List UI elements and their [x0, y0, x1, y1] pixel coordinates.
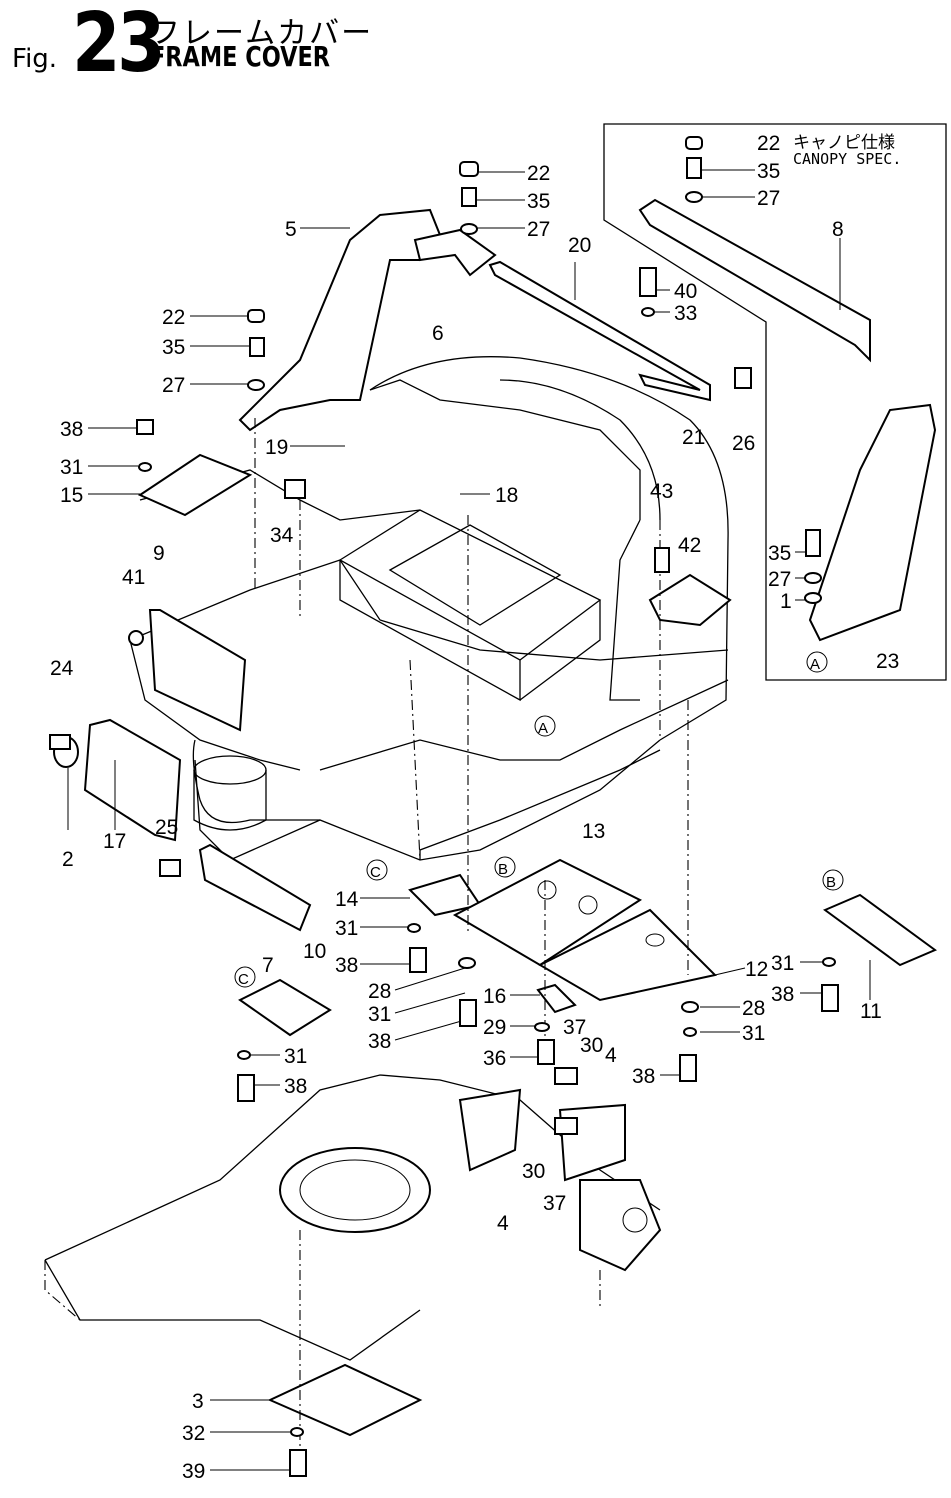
- label-43: 43: [650, 480, 673, 503]
- hood-assembly: [370, 357, 728, 740]
- label-38: 38: [368, 1030, 391, 1053]
- label-36: 36: [483, 1047, 506, 1070]
- cover-part-7: [200, 845, 310, 930]
- label-37: 37: [543, 1192, 566, 1215]
- label-35: 35: [757, 160, 780, 183]
- label-30: 30: [580, 1034, 603, 1057]
- label-7: 7: [262, 954, 274, 977]
- label-38: 38: [284, 1075, 307, 1098]
- cover-part-42: [650, 575, 730, 625]
- label-38: 38: [632, 1065, 655, 1088]
- reference-marker-b-2: B: [823, 870, 843, 891]
- battery-box: [340, 510, 600, 700]
- label-31: 31: [60, 456, 83, 479]
- reference-b: B: [498, 861, 508, 878]
- label-39: 39: [182, 1460, 205, 1483]
- label-33: 33: [674, 302, 697, 325]
- label-26: 26: [732, 432, 755, 455]
- label-31: 31: [335, 917, 358, 940]
- label-32: 32: [182, 1422, 205, 1445]
- label-4: 4: [605, 1044, 617, 1067]
- label-31: 31: [284, 1045, 307, 1068]
- reference-c: C: [370, 864, 381, 881]
- bracket-part-16: [538, 985, 575, 1012]
- label-6: 6: [432, 322, 444, 345]
- reference-marker-b: B: [495, 857, 515, 878]
- label-15: 15: [60, 484, 83, 507]
- label-18: 18: [495, 484, 518, 507]
- label-9: 9: [153, 542, 165, 565]
- label-38: 38: [771, 983, 794, 1006]
- under-cover-part-3: [270, 1365, 420, 1435]
- reference-marker-c-2: C: [235, 967, 255, 988]
- label-4: 4: [497, 1212, 509, 1235]
- label-2: 2: [62, 848, 74, 871]
- reference-a: A: [538, 720, 548, 737]
- cover-part-15: [140, 455, 250, 515]
- label-11: 11: [860, 1000, 882, 1023]
- label-22: 22: [757, 132, 780, 155]
- label-42: 42: [678, 534, 701, 557]
- label-22: 22: [527, 162, 550, 185]
- label-41: 41: [122, 566, 145, 589]
- label-20: 20: [568, 234, 591, 257]
- bracket-part-6: [415, 230, 495, 275]
- label-38: 38: [335, 954, 358, 977]
- label-35: 35: [768, 542, 791, 565]
- label-35: 35: [162, 336, 185, 359]
- label-23: 23: [876, 650, 899, 673]
- label-17: 17: [103, 830, 126, 853]
- reference-marker-c: C: [367, 860, 387, 881]
- label-8: 8: [832, 218, 844, 241]
- reference-marker-a: A: [535, 716, 555, 737]
- reference-c-2: C: [238, 971, 249, 988]
- canopy-guard-part-23: [810, 405, 935, 640]
- label-35: 35: [527, 190, 550, 213]
- label-13: 13: [582, 820, 605, 843]
- label-25: 25: [155, 816, 178, 839]
- label-29: 29: [483, 1016, 506, 1039]
- cover-part-11: [825, 895, 935, 965]
- label-27: 27: [527, 218, 550, 241]
- label-40: 40: [674, 280, 697, 303]
- label-19: 19: [265, 436, 288, 459]
- canopy-spec-title-english: CANOPY SPEC.: [793, 150, 901, 168]
- label-21: 21: [682, 426, 705, 449]
- label-22: 22: [162, 306, 185, 329]
- plate-part-10: [240, 980, 330, 1035]
- label-27: 27: [768, 568, 791, 591]
- label-28: 28: [368, 980, 391, 1003]
- label-5: 5: [285, 218, 297, 241]
- reference-a-2: A: [810, 656, 820, 673]
- leader-lines: [68, 170, 870, 1470]
- label-31: 31: [771, 952, 794, 975]
- label-34: 34: [270, 524, 294, 547]
- label-31: 31: [368, 1003, 391, 1026]
- label-12: 12: [745, 958, 768, 981]
- label-10: 10: [303, 940, 326, 963]
- label-31: 31: [742, 1022, 765, 1045]
- hand-rail-part-5: [240, 210, 440, 430]
- label-27: 27: [162, 374, 185, 397]
- label-3: 3: [192, 1390, 204, 1413]
- reference-b-2: B: [826, 874, 836, 891]
- label-28: 28: [742, 997, 765, 1020]
- label-38: 38: [60, 418, 83, 441]
- label-30: 30: [522, 1160, 545, 1183]
- label-24: 24: [50, 657, 74, 680]
- label-16: 16: [483, 985, 506, 1008]
- reference-marker-a-2: A: [807, 652, 827, 673]
- cover-part-9: [150, 610, 245, 730]
- label-14: 14: [335, 888, 359, 911]
- label-27: 27: [757, 187, 780, 210]
- label-1: 1: [780, 590, 792, 613]
